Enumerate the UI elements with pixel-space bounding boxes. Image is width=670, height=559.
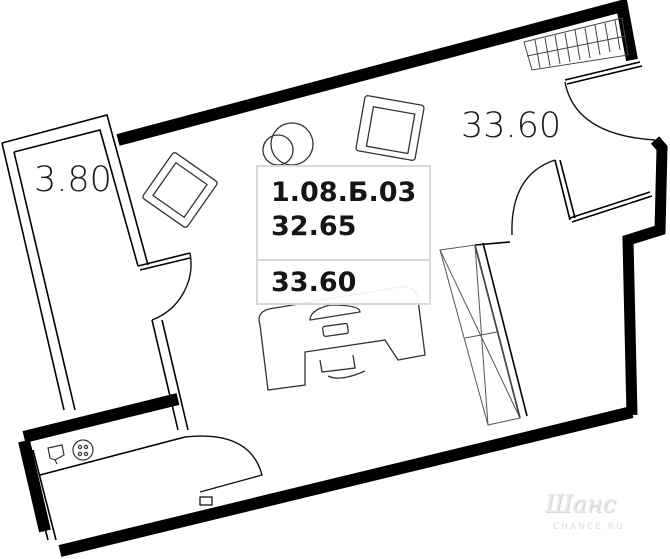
watermark-logo: Шанс bbox=[545, 490, 616, 518]
radiator bbox=[523, 17, 629, 71]
washbasin bbox=[72, 439, 94, 461]
balcony-door bbox=[564, 81, 656, 141]
toilet bbox=[47, 444, 65, 465]
living-area: 32.65 bbox=[271, 211, 357, 242]
exterior-walls bbox=[18, 0, 668, 557]
doors bbox=[151, 81, 656, 493]
threshold bbox=[199, 496, 213, 506]
total-area: 33.60 bbox=[271, 267, 357, 298]
inner-door bbox=[511, 159, 556, 236]
unit-id: 1.08.Б.03 bbox=[271, 177, 417, 208]
bathroom-area-label: 3.80 bbox=[34, 160, 112, 200]
unit-info-box: 1.08.Б.03 32.65 33.60 bbox=[256, 165, 431, 305]
armchair-left bbox=[142, 152, 218, 228]
watermark-site: CHANCE.RU bbox=[553, 522, 625, 532]
entrance-door bbox=[184, 435, 263, 493]
round-tables bbox=[262, 122, 314, 166]
main-room-area-label: 33.60 bbox=[461, 106, 562, 146]
bathroom-door bbox=[151, 252, 192, 321]
armchair-right bbox=[355, 95, 425, 161]
info-top-section bbox=[258, 167, 429, 261]
wardrobe bbox=[439, 244, 521, 426]
